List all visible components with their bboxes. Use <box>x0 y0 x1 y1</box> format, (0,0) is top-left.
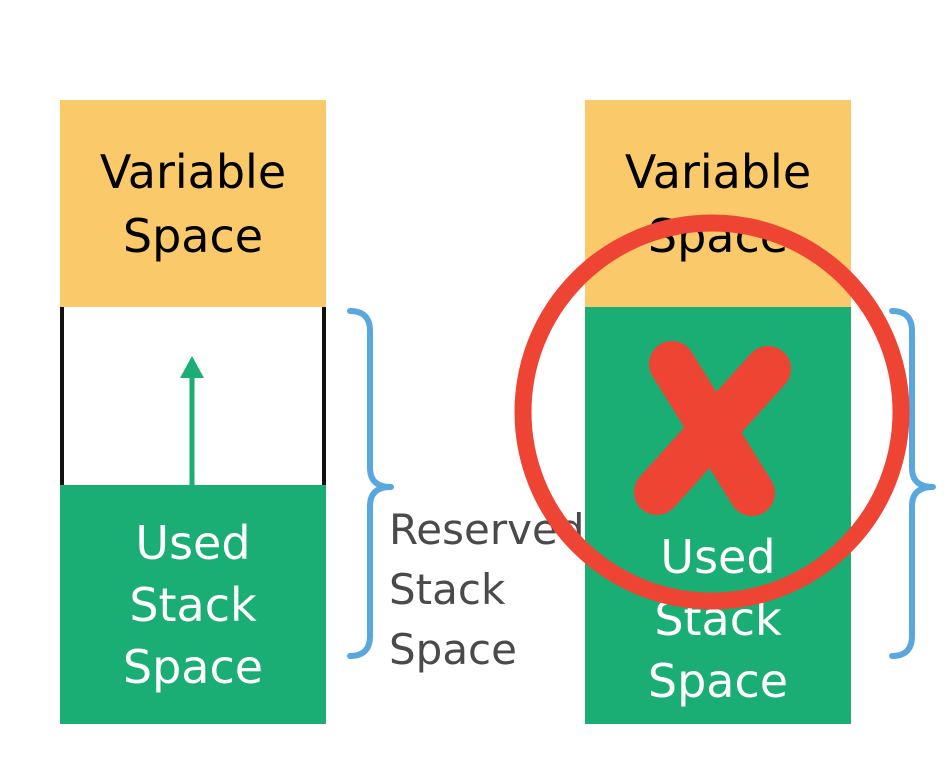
right-used-stack-space-block: Used Stack Space <box>585 307 851 724</box>
right-variable-space-block: Variable Space <box>585 100 851 307</box>
reserved-stack-space-label: Reserved Stack Space <box>389 505 585 674</box>
left-variable-space-label: Variable Space <box>99 144 287 263</box>
left-variable-space-block: Variable Space <box>60 100 326 307</box>
left-used-stack-space-block: Used Stack Space <box>60 485 326 724</box>
left-used-stack-space-label: Used Stack Space <box>122 515 264 694</box>
